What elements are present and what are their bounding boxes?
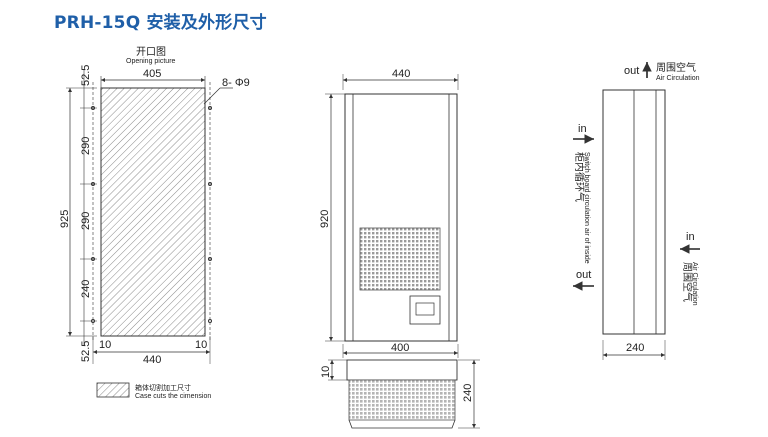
side-in-right: in (686, 231, 695, 243)
controller-display (415, 302, 435, 316)
outside-air-en: Air Circulation (691, 262, 698, 306)
dim-margin-left: 10 (99, 339, 111, 351)
side-out-top-cn: 周围空气 (656, 61, 696, 74)
front-view: 440 920 400 10 240 (319, 68, 480, 429)
legend-cn: 箱体切割加工尺寸 (135, 383, 191, 392)
side-out-top: out (624, 65, 639, 77)
unit-top-plate (346, 359, 458, 381)
dim-opening-height: 925 (59, 210, 71, 228)
dim-base-width: 400 (391, 342, 409, 354)
dim-top-margin: 52.5 (80, 65, 92, 86)
dim-bottom-margin: 52.5 (80, 341, 92, 362)
opening-title-cn: 开口图 (136, 46, 166, 58)
front-grille (359, 227, 441, 291)
dim-side-depth: 240 (626, 342, 644, 354)
side-view: out 周围空气 Air Circulation in 柜内循环气 Switch… (573, 61, 700, 360)
side-in-left: in (578, 123, 587, 135)
dim-outer-width: 440 (143, 354, 161, 366)
side-out-top-en: Air Circulation (656, 75, 700, 82)
side-out-left: out (576, 269, 591, 281)
dim-segment-1: 290 (80, 137, 92, 155)
dim-segment-2: 290 (80, 212, 92, 230)
dim-segment-3: 240 (80, 280, 92, 298)
dim-front-height: 920 (319, 210, 331, 228)
inside-air-cn: 柜内循环气 (573, 152, 586, 202)
dim-base-depth: 240 (462, 384, 474, 402)
dim-front-width: 440 (392, 68, 410, 80)
opening-title-en: Opening picture (126, 58, 176, 65)
dim-margin-right: 10 (195, 339, 207, 351)
legend-swatch (96, 382, 130, 398)
legend: 箱体切割加工尺寸 Case cuts the cimension (96, 382, 211, 400)
outside-air-cn: 周围空气 (681, 262, 694, 302)
dim-base-height: 10 (320, 366, 332, 378)
dim-opening-width: 405 (143, 68, 161, 80)
page-title: PRH-15Q 安装及外形尺寸 (54, 13, 267, 33)
unit-fins (348, 379, 456, 421)
legend-en: Case cuts the cimension (135, 393, 211, 400)
opening-picture: 开口图 Opening picture 405 8- Φ9 (59, 46, 250, 366)
cut-area (100, 87, 206, 337)
inside-air-en: Switch board circulation air of inside (583, 152, 590, 264)
hole-callout: 8- Φ9 (222, 77, 250, 89)
